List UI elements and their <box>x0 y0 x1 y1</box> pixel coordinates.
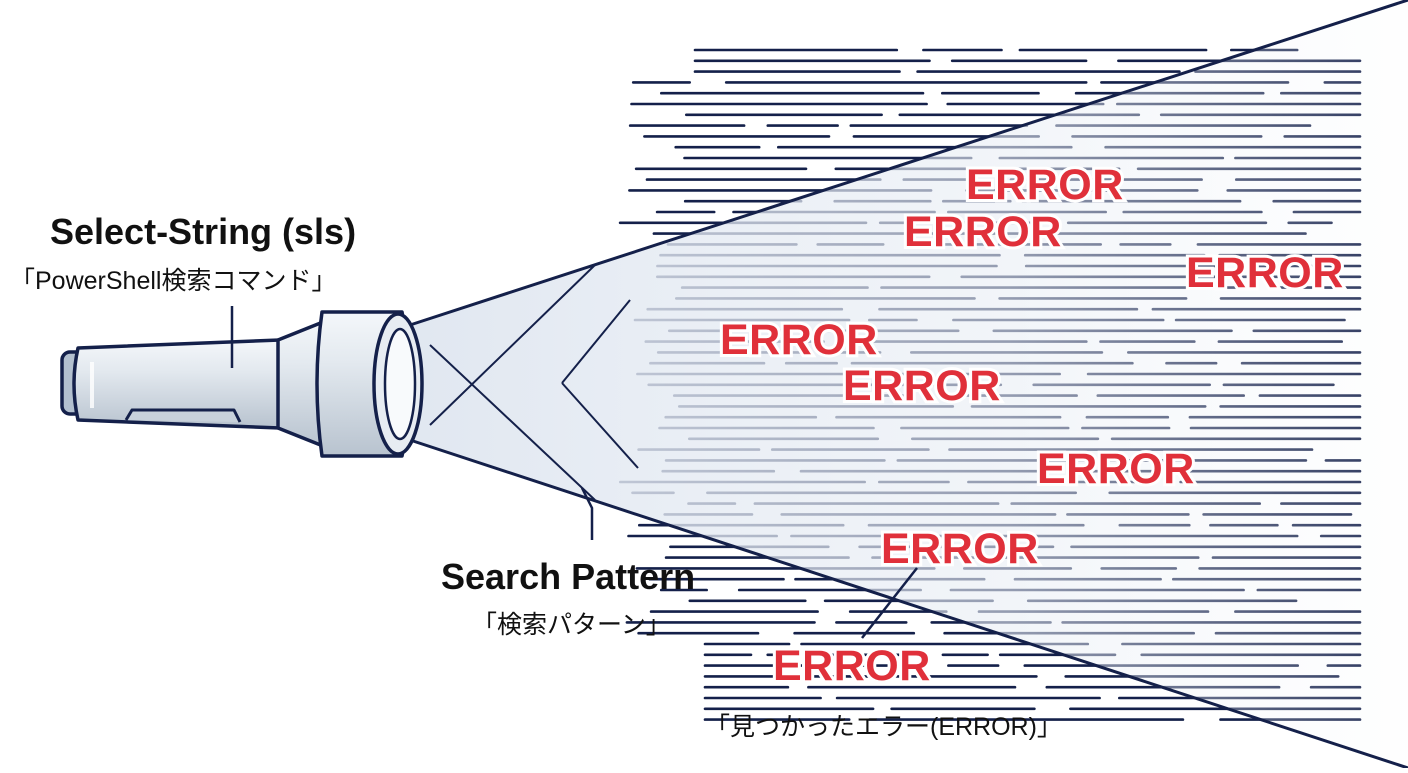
found-leader <box>861 567 918 639</box>
flashlight-grip <box>124 408 242 423</box>
error-match: ERROR <box>773 642 931 690</box>
beam-ray <box>561 382 639 469</box>
command-title: Select-String (sls) <box>50 211 356 252</box>
error-matches: ERROR ERROR ERROR ERROR ERROR ERROR ERRO… <box>717 158 1346 693</box>
flashlight-lens <box>383 327 417 441</box>
error-match: ERROR <box>966 161 1124 209</box>
light-beam <box>409 0 1408 770</box>
error-match: ERROR <box>904 208 1062 256</box>
beam-edge-bottom <box>409 438 1408 770</box>
beam-ray <box>561 299 631 384</box>
beam-fill <box>410 0 1408 768</box>
beam-edge-top <box>409 0 1408 327</box>
pattern-title: Search Pattern <box>441 556 695 597</box>
pattern-subtitle: 「検索パターン」 <box>472 611 671 639</box>
error-match: ERROR <box>881 525 1039 573</box>
beam-ray <box>429 344 596 501</box>
error-match: ERROR <box>1037 445 1195 493</box>
command-subtitle: 「PowerShell検索コマンド」 <box>10 267 336 295</box>
error-match: ERROR <box>720 316 878 364</box>
flashlight-handle <box>72 338 282 430</box>
beam-ray <box>429 264 596 426</box>
pattern-leader <box>580 487 594 540</box>
found-label: 「見つかったエラー(ERROR)」 <box>705 713 1062 741</box>
flashlight-icon <box>60 310 424 458</box>
error-match: ERROR <box>843 362 1001 410</box>
error-match: ERROR <box>1186 249 1344 297</box>
leader-lines <box>230 306 918 639</box>
